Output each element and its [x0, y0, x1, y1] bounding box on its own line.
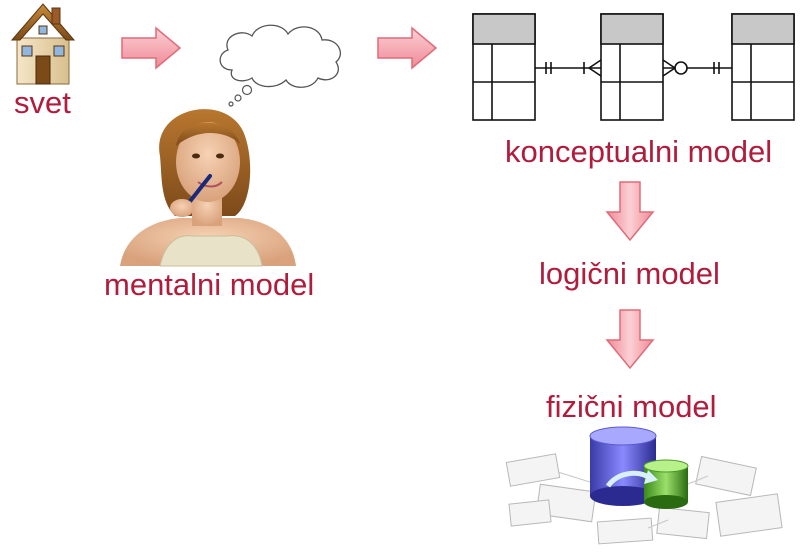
schema-tables [505, 453, 783, 545]
green-cylinder [643, 459, 689, 509]
er-diagram-icon [472, 13, 795, 121]
database-icon [505, 426, 783, 545]
entity-table [731, 13, 795, 121]
world-label: svet [14, 85, 71, 120]
arrow-down-icon [605, 309, 655, 370]
thought-cloud-icon [219, 24, 341, 107]
relationship-line [662, 59, 732, 77]
thinking-woman-illustration [120, 109, 296, 267]
physical-model-label: fizični model [546, 389, 717, 424]
house-icon [10, 3, 76, 85]
conceptual-model-label: konceptualni model [505, 134, 773, 169]
entity-table [472, 13, 536, 121]
arrow-down-icon [605, 181, 655, 242]
entity-table [600, 13, 664, 121]
relationship-line [535, 59, 602, 77]
arrow-right-icon [377, 26, 438, 70]
mental-model-label: mentalni model [104, 267, 315, 302]
blue-cylinder [589, 426, 657, 506]
logical-model-label: logični model [539, 256, 720, 291]
arrow-right-icon [121, 26, 182, 70]
